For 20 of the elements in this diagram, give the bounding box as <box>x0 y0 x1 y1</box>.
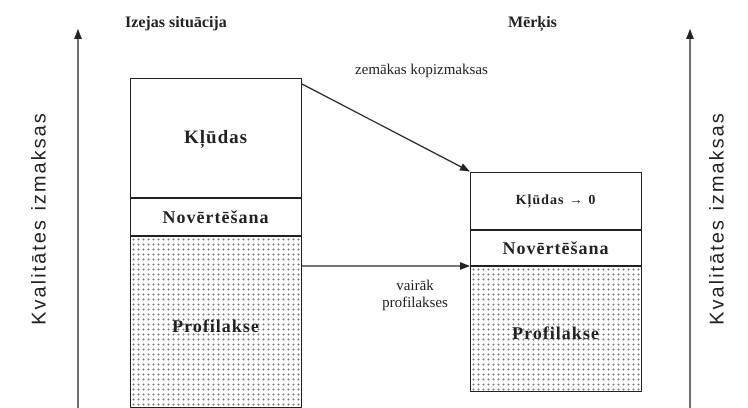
arrow <box>302 83 470 172</box>
axis-label: Kvalitātes izmaksas <box>706 111 730 325</box>
segment-label: Kļūdas <box>184 127 248 149</box>
segment-label: Profilakse <box>172 316 260 336</box>
bar-segment <box>470 230 642 266</box>
dotted-bar-segment <box>130 236 302 408</box>
edge-label: zemākas kopizmaksas <box>355 62 488 79</box>
column-heading: Mērķis <box>508 14 557 32</box>
bar-segment <box>130 78 302 198</box>
column-heading: Izejas situācija <box>125 14 227 32</box>
segment-label: Novērtēšana <box>502 238 610 258</box>
bar-segment <box>130 198 302 236</box>
dotted-bar-segment <box>470 266 642 392</box>
segment-label: Novērtēšana <box>162 206 270 228</box>
axis-label: Kvalitātes izmaksas <box>28 111 52 325</box>
segment-label: Kļūdas → 0 <box>516 193 596 209</box>
bar-segment <box>470 172 642 230</box>
arrow <box>302 262 470 270</box>
edge-label: vairāk profilakses <box>381 278 449 312</box>
segment-label: Profilakse <box>512 322 600 344</box>
